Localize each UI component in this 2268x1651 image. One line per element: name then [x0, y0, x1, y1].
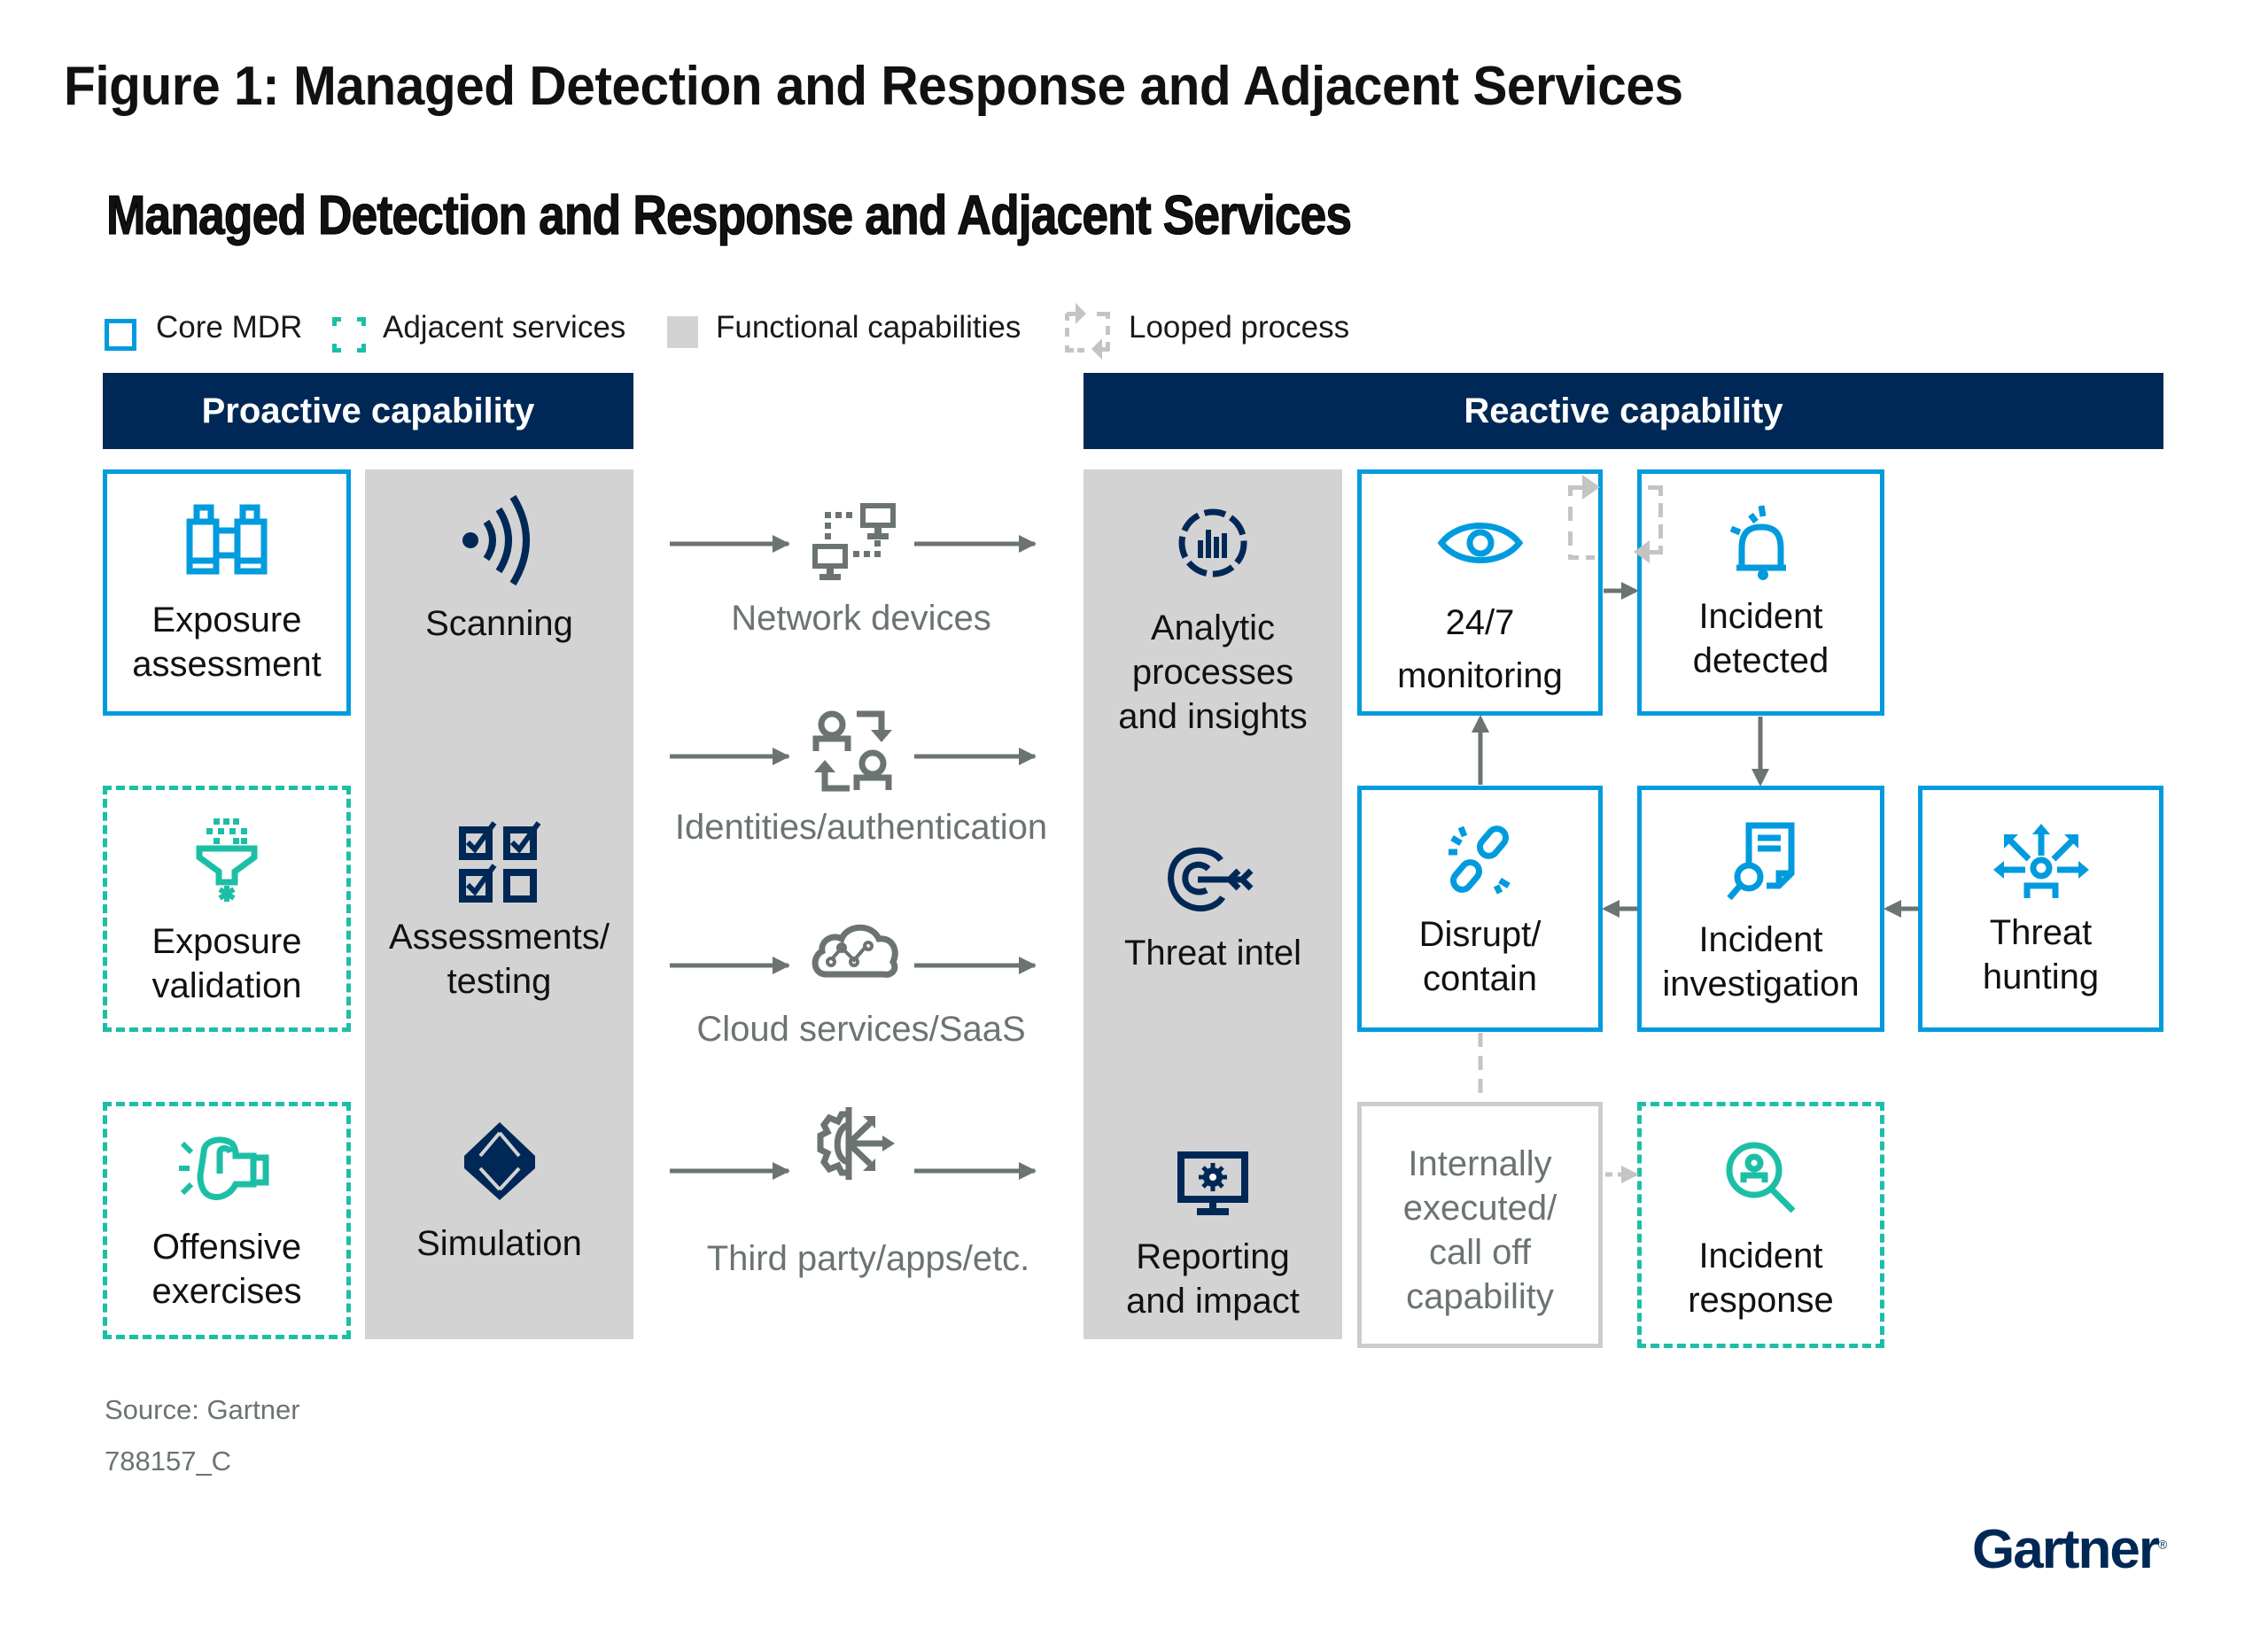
person-arrows-icon — [1992, 824, 2089, 898]
functional-label: Assessments/ testing — [389, 918, 610, 1001]
service-exposure-validation[interactable]: Exposure validation — [103, 786, 351, 1032]
source-identities: Identities/authentication — [674, 808, 1048, 847]
legend-core-mdr: Core MDR — [156, 310, 303, 345]
service-disrupt-contain[interactable]: Disrupt/ contain — [1357, 786, 1603, 1032]
service-offensive-exercises[interactable]: Offensive exercises — [103, 1102, 351, 1339]
source-arrows — [670, 535, 1037, 1180]
legend-adjacent-services: Adjacent services — [383, 310, 626, 345]
gartner-logo: Gartner® — [1972, 1519, 2168, 1580]
figure-title: Figure 1: Managed Detection and Response… — [64, 56, 1683, 117]
source-network-devices: Network devices — [731, 599, 991, 638]
reactive-capability-header: Reactive capability — [1084, 373, 2163, 449]
network-devices-icon — [812, 503, 896, 580]
signal-waves-icon — [462, 494, 530, 586]
functional-analytic-processes: Analytic processes and insights — [1084, 507, 1342, 739]
checklist-grid-icon — [458, 821, 540, 903]
functional-reporting-impact: Reporting and impact — [1084, 1151, 1342, 1323]
binoculars-icon — [186, 504, 268, 575]
service-exposure-assessment[interactable]: Exposure assessment — [103, 469, 351, 716]
service-label: Internally executed/ call off capability — [1402, 1144, 1557, 1316]
gray-filled-square-icon — [667, 316, 698, 348]
analytics-chart-icon — [1178, 508, 1247, 577]
service-label: Incident response — [1688, 1236, 1834, 1320]
service-label: Exposure validation — [151, 922, 302, 1005]
eye-icon — [1437, 523, 1523, 563]
legend-functional-capabilities: Functional capabilities — [716, 310, 1021, 345]
gear-integration-icon — [817, 1107, 895, 1180]
adjacent-dashed-square-icon — [332, 317, 366, 353]
functional-assessments-testing: Assessments/ testing — [365, 819, 633, 1004]
service-internally-executed[interactable]: Internally executed/ call off capability — [1357, 1102, 1603, 1348]
functional-label: Threat intel — [1123, 934, 1302, 973]
service-label: Disrupt/ contain — [1418, 915, 1542, 998]
service-incident-detected[interactable]: Incident detected — [1637, 469, 1884, 716]
service-label: Threat hunting — [1982, 913, 2100, 996]
source-cloud-services: Cloud services/SaaS — [696, 1010, 1026, 1049]
filter-funnel-icon — [196, 818, 258, 902]
boxing-glove-icon — [179, 1136, 269, 1200]
figure-id: 788157_C — [105, 1446, 232, 1477]
functional-label: Analytic processes and insights — [1118, 608, 1308, 736]
service-label: Incident detected — [1692, 597, 1829, 680]
reactive-flow-connectors — [1472, 475, 1918, 1183]
service-label: 24/7 monitoring — [1397, 603, 1563, 695]
functional-threat-intel: Threat intel — [1084, 846, 1342, 975]
diagram-title: Managed Detection and Response and Adjac… — [105, 184, 1352, 246]
target-arrow-icon — [1168, 847, 1254, 911]
document-search-icon — [1726, 822, 1794, 901]
identity-exchange-icon — [812, 710, 892, 792]
loop-indicator — [1568, 475, 1663, 563]
service-threat-hunting[interactable]: Threat hunting — [1918, 786, 2163, 1032]
proactive-capability-header: Proactive capability — [103, 373, 633, 449]
alert-bell-icon — [1729, 505, 1786, 580]
legend-looped-process: Looped process — [1129, 310, 1350, 345]
functional-scanning: Scanning — [365, 492, 633, 646]
monitor-gear-icon — [1177, 1151, 1248, 1215]
functional-label: Scanning — [425, 604, 573, 643]
core-mdr-square-icon — [105, 319, 136, 351]
diamond-shield-icon — [463, 1122, 535, 1200]
service-label: Exposure assessment — [132, 601, 322, 684]
service-incident-response[interactable]: Incident response — [1637, 1102, 1884, 1348]
service-label: Incident investigation — [1662, 920, 1860, 1004]
service-incident-investigation[interactable]: Incident investigation — [1637, 786, 1884, 1032]
proactive-header-label: Proactive capability — [201, 391, 535, 430]
person-search-icon — [1726, 1142, 1795, 1213]
functional-label: Simulation — [416, 1224, 582, 1263]
service-24-7-monitoring[interactable]: 24/7 monitoring — [1357, 469, 1603, 716]
broken-link-icon — [1448, 826, 1511, 895]
reactive-header-label: Reactive capability — [1464, 391, 1783, 430]
cloud-network-icon — [812, 924, 898, 978]
source-third-party: Third party/apps/etc. — [706, 1239, 1030, 1278]
functional-simulation: Simulation — [365, 1120, 633, 1266]
registered-mark: ® — [2157, 1537, 2168, 1552]
source-note: Source: Gartner — [105, 1394, 300, 1425]
service-label: Offensive exercises — [151, 1228, 302, 1311]
loop-arrows-icon — [1065, 303, 1110, 360]
functional-label: Reporting and impact — [1126, 1237, 1300, 1321]
